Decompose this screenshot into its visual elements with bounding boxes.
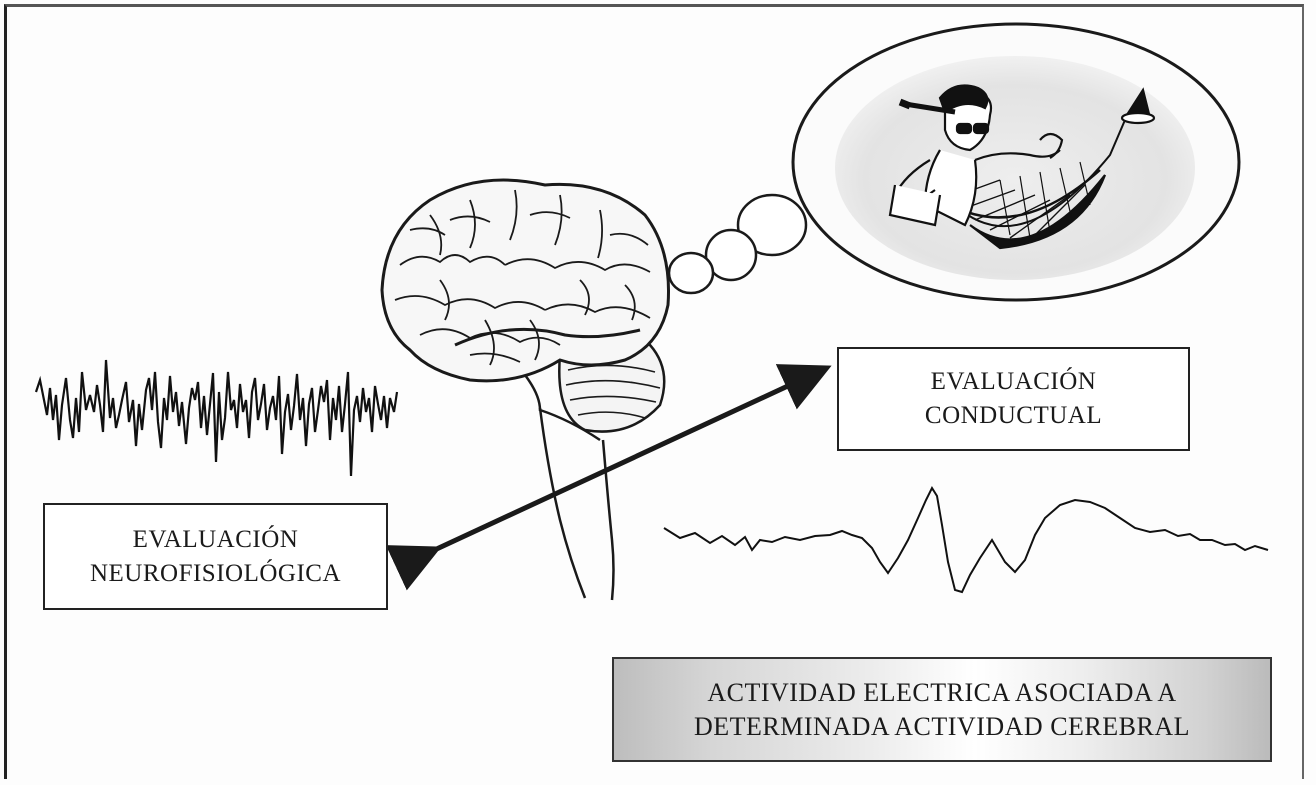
hammock-illustration (888, 84, 1156, 250)
neurophysiological-evaluation-box: EVALUACIÓN NEUROFISIOLÓGICA (43, 503, 388, 610)
eeg-waveform (34, 359, 399, 477)
neuro-label-line1: EVALUACIÓN (132, 525, 299, 553)
activity-label-line2: DETERMINADA ACTIVIDAD CEREBRAL (694, 711, 1190, 741)
conductual-label-line2: CONDUCTUAL (924, 402, 1103, 429)
evoked-potential-waveform (663, 485, 1269, 594)
double-arrow (385, 364, 832, 591)
activity-label-line1: ACTIVIDAD ELECTRICA ASOCIADA A (707, 677, 1177, 707)
figure-frame (4, 4, 1304, 779)
electrical-activity-box: ACTIVIDAD ELECTRICA ASOCIADA A DETERMINA… (612, 657, 1272, 762)
conductual-label-line1: EVALUACIÓN (930, 368, 1097, 395)
behavioral-evaluation-box: EVALUACIÓN CONDUCTUAL (837, 347, 1190, 451)
brain-illustration (380, 178, 670, 601)
neuro-label-line2: NEUROFISIOLÓGICA (89, 559, 342, 587)
thought-bubble (667, 22, 1241, 302)
